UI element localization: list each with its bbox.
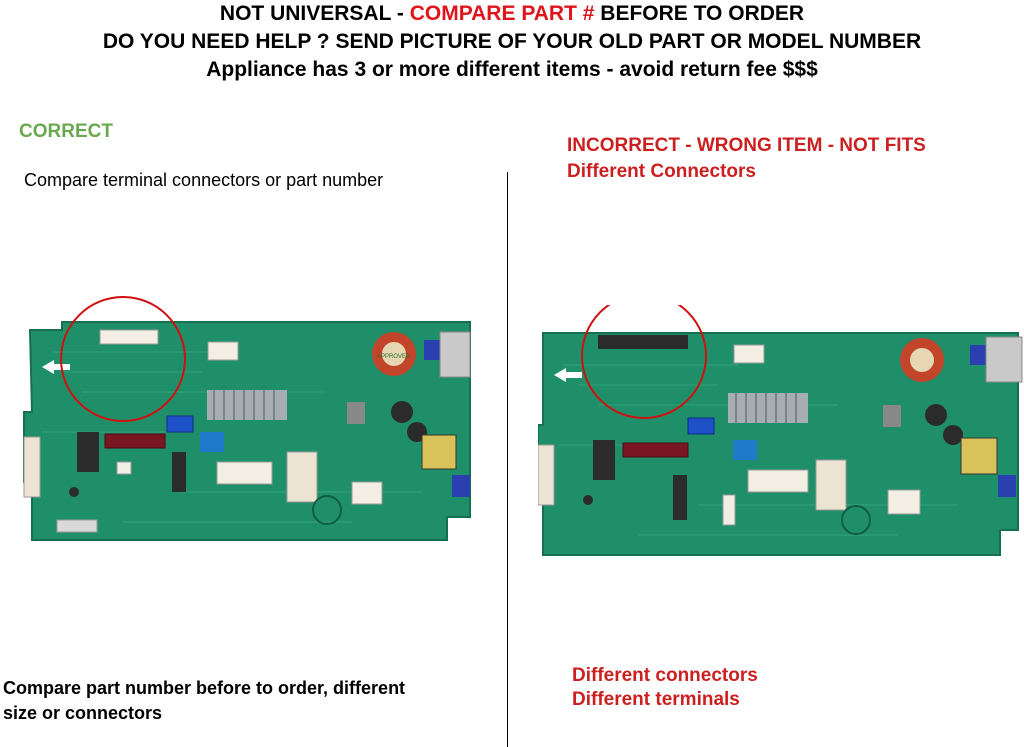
approved-sticker: APPROVED <box>377 354 411 360</box>
left-footer-line-2: size or connectors <box>3 703 163 723</box>
header-line-1-highlight: COMPARE PART # <box>409 2 595 25</box>
incorrect-sublabel: Different Connectors <box>567 161 756 182</box>
right-footer-line-1: Different connectors <box>572 665 758 686</box>
correct-board-image: APPROVED <box>22 292 477 550</box>
header-line-2: DO YOU NEED HELP ? SEND PICTURE OF YOUR … <box>102 30 922 53</box>
incorrect-highlight-circle <box>581 305 707 419</box>
header-line-3: Appliance has 3 or more different items … <box>206 58 818 81</box>
incorrect-label: INCORRECT - WRONG ITEM - NOT FITS <box>567 135 926 156</box>
header-line-1-prefix: NOT UNIVERSAL - <box>219 2 410 25</box>
header-line-1-suffix: BEFORE TO ORDER <box>594 2 805 25</box>
left-footer-line-1: Compare part number before to order, dif… <box>3 678 406 698</box>
left-subtitle: Compare terminal connectors or part numb… <box>24 170 384 190</box>
header-line-1: NOT UNIVERSAL - COMPARE PART # BEFORE TO… <box>0 0 1024 28</box>
correct-label: CORRECT <box>19 121 113 142</box>
incorrect-board-image <box>538 305 1024 558</box>
correct-highlight-circle <box>60 296 186 422</box>
column-divider <box>507 172 508 747</box>
right-footer-line-2: Different terminals <box>572 689 740 710</box>
